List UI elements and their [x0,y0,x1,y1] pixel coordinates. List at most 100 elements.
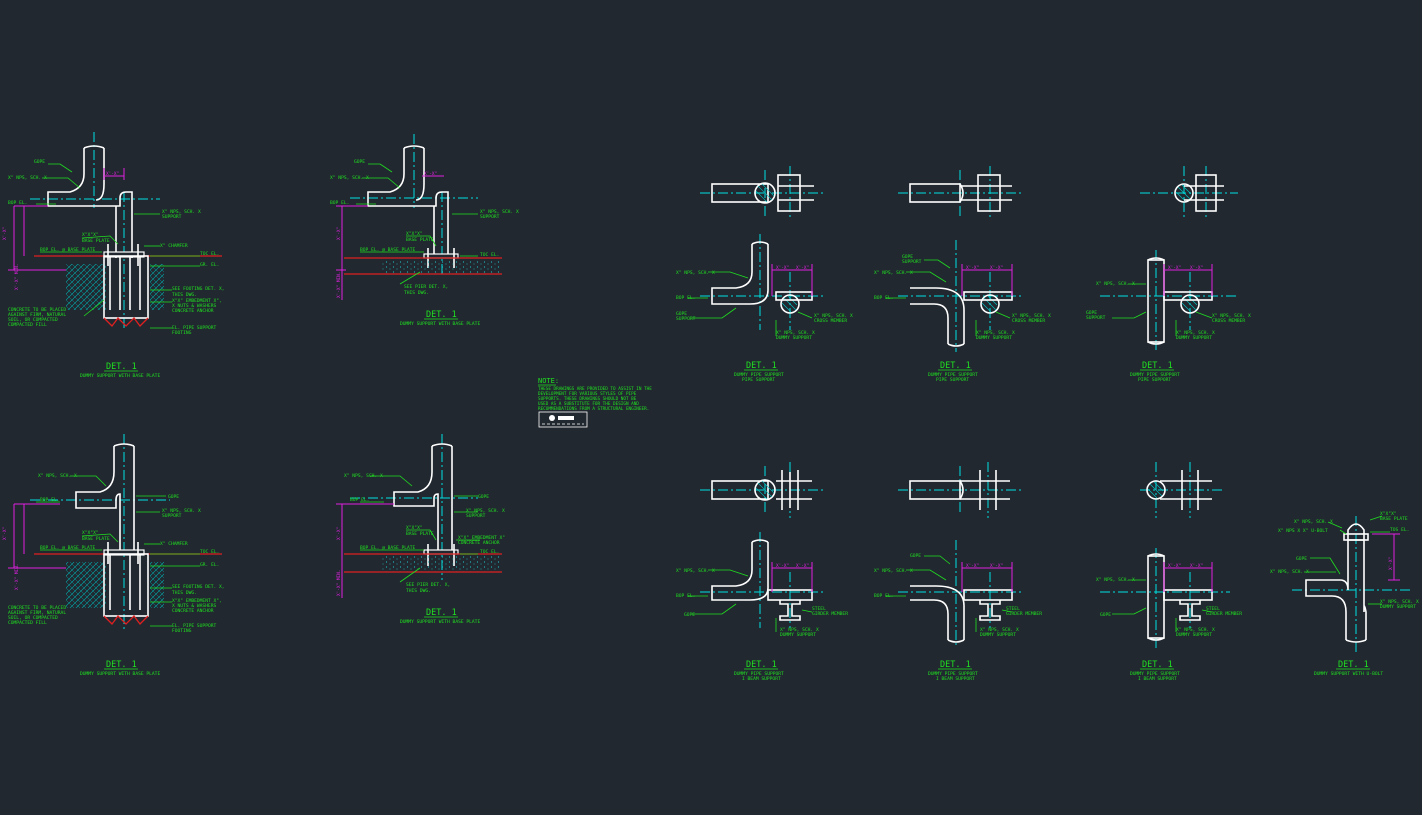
d3-label-concrete3: SOIL, OR COMPACTED [8,615,58,621]
d3-label-footing: SEE FOOTING DET. X, [172,584,225,590]
d9-title: DET. 1 [940,660,971,670]
d3-label-toc: TOC EL. [200,549,219,555]
d3-label-gope: GOPE [168,494,179,500]
note-line-1: THESE DRAWINGS ARE PROVIDED TO ASSIST IN… [538,386,652,392]
d8-label-dummy: X" NPS, SCH. X [780,627,819,633]
d5-title: DET. 1 [746,361,777,371]
d1-label-concrete4: COMPACTED FILL [8,322,47,328]
d7-label-dummy2: DUMMY SUPPORT [1176,335,1212,341]
d2-label-baseplate: X"X"X" [406,231,423,237]
d1-label-concrete: CONCRETE TO BE PLACED [8,307,66,313]
d6-label-gope: GOPE [902,254,913,260]
d11-label-nps2: X" NPS, SCH. X [1270,569,1309,575]
d6-label-dummy2: DUMMY SUPPORT [976,335,1012,341]
d11-label-baseplate2: BASE PLATE [1380,516,1408,522]
d5-label-cross: X" NPS, SCH. X [814,313,853,319]
d9-label-dummy: X" NPS, SCH. X [980,627,1019,633]
d8-label-steel: STEEL [812,606,826,612]
d1-label-baseplate: X"X"X" [82,232,99,238]
svg-text:X'-X": X'-X" [990,265,1003,271]
detail-10-ibeam-support: X'-X" X'-X" X" NPS, SCH. X GOPE STEEL GI… [1096,462,1242,682]
d3-label-nps: X" NPS, SCH. X [38,473,77,479]
d5-subtitle2: PIPE SUPPORT [742,377,775,383]
d7-subtitle: DUMMY PIPE SUPPORT [1130,372,1180,378]
d2-label-bopbp: BOP EL. @ BASE PLATE [360,247,416,253]
d10-label-nps: X" NPS, SCH. X [1096,577,1135,583]
d5-label-gope2: SUPPORT [676,316,696,322]
d1-label-el2: FOOTING [172,330,192,336]
svg-text:X'-X": X'-X" [1168,265,1181,271]
d6-subtitle: DUMMY PIPE SUPPORT [928,372,978,378]
d3-label-embed2: X NUTS & WASHERS [172,603,216,609]
d6-label-gope2: SUPPORT [902,259,922,265]
d1-label-concrete3: SOIL, OR COMPACTED [8,317,58,323]
d4-label-bopbp: BOP EL. @ BASE PLATE [360,545,416,551]
d4-label-baseplate2: BASE PLATE [406,531,434,537]
detail-1-support-with-footing: X'-X" X'-X" MIN. X'-X" GOPE X" NPS, SCH.… [2,132,225,379]
d9-label-nps: X" NPS, SCH. X [874,568,913,574]
d6-label-dummy: X" NPS, SCH. X [976,330,1015,336]
d5-label-gope: GOPE [676,311,687,317]
svg-text:X'-X": X'-X" [1190,563,1203,569]
d10-title: DET. 1 [1142,660,1173,670]
note-line-4: USED AS A SUBSTITUTE FOR THE DESIGN AND [538,401,639,407]
d3-label-el2: FOOTING [172,628,192,634]
note-line-3: SUPPORTS. THESE DRAWINGS SHOULD NOT BE [538,396,637,402]
d4-title: DET. 1 [426,608,457,618]
d4-label-support: X" NPS, SCH. X [466,508,505,514]
svg-text:X'-X" MIN.: X'-X" MIN. [336,272,342,298]
d10-subtitle2: I BEAM SUPPORT [1138,676,1177,682]
d8-subtitle: DUMMY PIPE SUPPORT [734,671,784,677]
d3-title: DET. 1 [106,660,137,670]
d9-subtitle: DUMMY PIPE SUPPORT [928,671,978,677]
d6-subtitle2: PIPE SUPPORT [936,377,969,383]
general-note: NOTE: THESE DRAWINGS ARE PROVIDED TO ASS… [538,377,652,428]
d7-label-gope2: SUPPORT [1086,315,1106,321]
d1-label-embed: X"X" EMBEDMENT X", [172,298,222,304]
d1-title: DET. 1 [106,362,137,372]
d11-label-baseplate: X"X"X" [1380,511,1397,517]
d1-label-toc: TOC EL. [200,251,219,257]
d11-label-ubolt: X" NPS X X" U-BOLT [1278,528,1328,534]
d1-label-el: EL. PIPE SUPPORT [172,325,216,331]
d2-title: DET. 1 [426,310,457,320]
d4-label-bop: BOP EL. [350,497,369,503]
d9-label-bop: BOP EL. [874,593,893,599]
scale-key-box [538,411,588,428]
d1-label-gr: GR. EL. [200,262,219,268]
svg-text:X'-X": X'-X" [990,563,1003,569]
d11-label-toc: TOS EL. [1390,527,1409,533]
svg-text:X'-X" MIN.: X'-X" MIN. [336,570,342,596]
svg-text:X'-X": X'-X" [966,563,979,569]
detail-5-pipe-support: X'-X" X'-X" X" NPS, SCH. X BOP EL. GOPE … [676,166,853,383]
svg-text:X'-X": X'-X" [336,227,342,240]
d2-label-pier2: THIS DWG. [404,290,429,296]
svg-text:X'-X": X'-X" [2,527,8,540]
svg-text:X'-X": X'-X" [776,265,789,271]
svg-text:X'-X": X'-X" [776,563,789,569]
d7-label-gope: GOPE [1086,310,1097,316]
detail-2-support-with-pier: X'-X" X'-X" MIN. X'-X" GOPE X" NPS, SCH.… [330,134,519,327]
d1-label-gope: GOPE [34,159,45,165]
d1-label-embed2: X NUTS & WASHERS [172,303,216,309]
d3-label-bop: BOP EL. [40,497,59,503]
d3-subtitle: DUMMY SUPPORT WITH BASE PLATE [80,671,160,677]
d2-subtitle: DUMMY SUPPORT WITH BASE PLATE [400,321,480,327]
d2-label-toc: TOC EL. [480,252,499,258]
d1-label-support2: SUPPORT [162,214,182,220]
d3-label-concrete: CONCRETE TO BE PLACED [8,605,66,611]
svg-text:X'-X" MIN.: X'-X" MIN. [14,564,20,590]
svg-text:X'-X": X'-X" [1388,557,1394,570]
svg-text:X'-X": X'-X" [796,563,809,569]
d9-subtitle2: I BEAM SUPPORT [936,676,975,682]
svg-text:X'-X": X'-X" [424,171,437,177]
d8-label-steel2: GIRDER MEMBER [812,611,848,617]
d8-label-gope: GOPE [684,612,695,618]
d7-label-nps: X" NPS, SCH. X [1096,281,1135,287]
d1-subtitle: DUMMY SUPPORT WITH BASE PLATE [80,373,160,379]
d2-label-baseplate2: BASE PLATE [406,237,434,243]
d4-label-pier: SEE PIER DET. X, [406,582,450,588]
d4-label-toc: TOC EL. [480,549,499,555]
